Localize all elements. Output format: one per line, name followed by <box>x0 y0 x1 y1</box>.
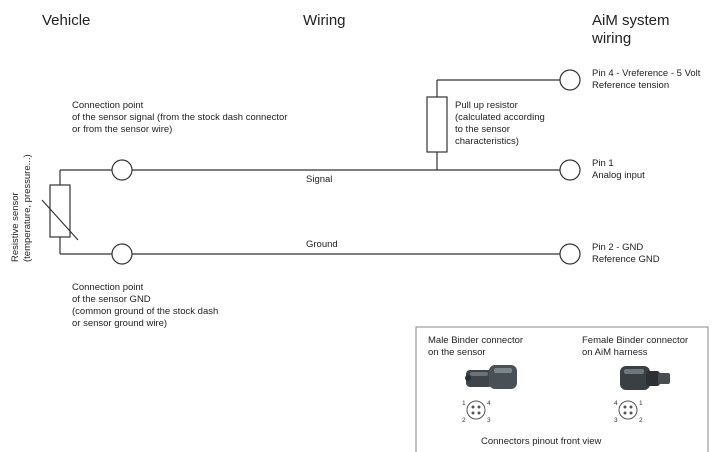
ground-connection-note: Connection point of the sensor GND (comm… <box>72 282 218 329</box>
female-connector-subtitle: on AiM harness <box>582 347 648 358</box>
svg-text:of the sensor GND: of the sensor GND <box>72 294 151 305</box>
pin2-terminal <box>559 243 581 265</box>
pin1-label: Pin 1 <box>592 158 614 169</box>
pin4-label: Pin 4 - Vreference - 5 Volt <box>592 68 701 79</box>
female-connector-image <box>620 366 670 390</box>
svg-text:or sensor ground wire): or sensor ground wire) <box>72 318 167 329</box>
male-connector-subtitle: on the sensor <box>428 347 486 358</box>
wiring-header: Wiring <box>303 12 346 29</box>
svg-text:(common ground of the stock da: (common ground of the stock dash <box>72 306 218 317</box>
pin2-label: Pin 2 - GND <box>592 242 643 253</box>
sensor-label-line1: Resistive sensor <box>10 192 21 262</box>
vehicle-header: Vehicle <box>42 12 90 29</box>
svg-text:3: 3 <box>614 417 618 424</box>
svg-text:4: 4 <box>614 400 618 407</box>
pin1-terminal <box>559 159 581 181</box>
male-pinout-diagram: 1 4 2 3 <box>462 400 491 424</box>
pin1-sublabel: Analog input <box>592 170 645 181</box>
ground-connection-terminal <box>111 243 133 265</box>
pin4-sublabel: Reference tension <box>592 80 669 91</box>
svg-text:3: 3 <box>487 417 491 424</box>
svg-text:(calculated according: (calculated according <box>455 112 545 123</box>
svg-text:1: 1 <box>462 400 466 407</box>
aim-header-line2: wiring <box>591 30 631 47</box>
pullup-resistor-symbol <box>426 79 560 170</box>
female-pinout-diagram: 4 1 3 2 <box>614 400 643 424</box>
pullup-resistor-note: Pull up resistor (calculated according t… <box>455 100 545 147</box>
male-connector-image <box>465 365 517 389</box>
svg-text:Connection point: Connection point <box>72 100 144 111</box>
signal-connection-terminal <box>111 159 133 181</box>
pin4-terminal <box>559 69 581 91</box>
svg-text:Pull up resistor: Pull up resistor <box>455 100 518 111</box>
svg-text:characteristics): characteristics) <box>455 136 519 147</box>
resistive-sensor-symbol <box>41 170 79 254</box>
signal-connection-note: Connection point of the sensor signal (f… <box>72 100 287 135</box>
connector-pinout-caption: Connectors pinout front view <box>481 436 602 447</box>
pin2-sublabel: Reference GND <box>592 254 660 265</box>
ground-wire-label: Ground <box>306 239 338 250</box>
svg-text:Connection point: Connection point <box>72 282 144 293</box>
signal-wire-label: Signal <box>306 174 332 185</box>
aim-header-line1: AiM system <box>592 12 670 29</box>
male-connector-title: Male Binder connector <box>428 335 523 346</box>
svg-text:1: 1 <box>639 400 643 407</box>
svg-text:or from the sensor wire): or from the sensor wire) <box>72 124 172 135</box>
connector-panel: Male Binder connector on the sensor Fema… <box>415 326 709 452</box>
svg-text:to the sensor: to the sensor <box>455 124 510 135</box>
svg-text:2: 2 <box>639 417 643 424</box>
svg-text:of the sensor signal (from the: of the sensor signal (from the stock das… <box>72 112 287 123</box>
sensor-label-line2: (temperature, pressure...) <box>22 154 33 262</box>
svg-text:2: 2 <box>462 417 466 424</box>
female-connector-title: Female Binder connector <box>582 335 688 346</box>
svg-text:4: 4 <box>487 400 491 407</box>
